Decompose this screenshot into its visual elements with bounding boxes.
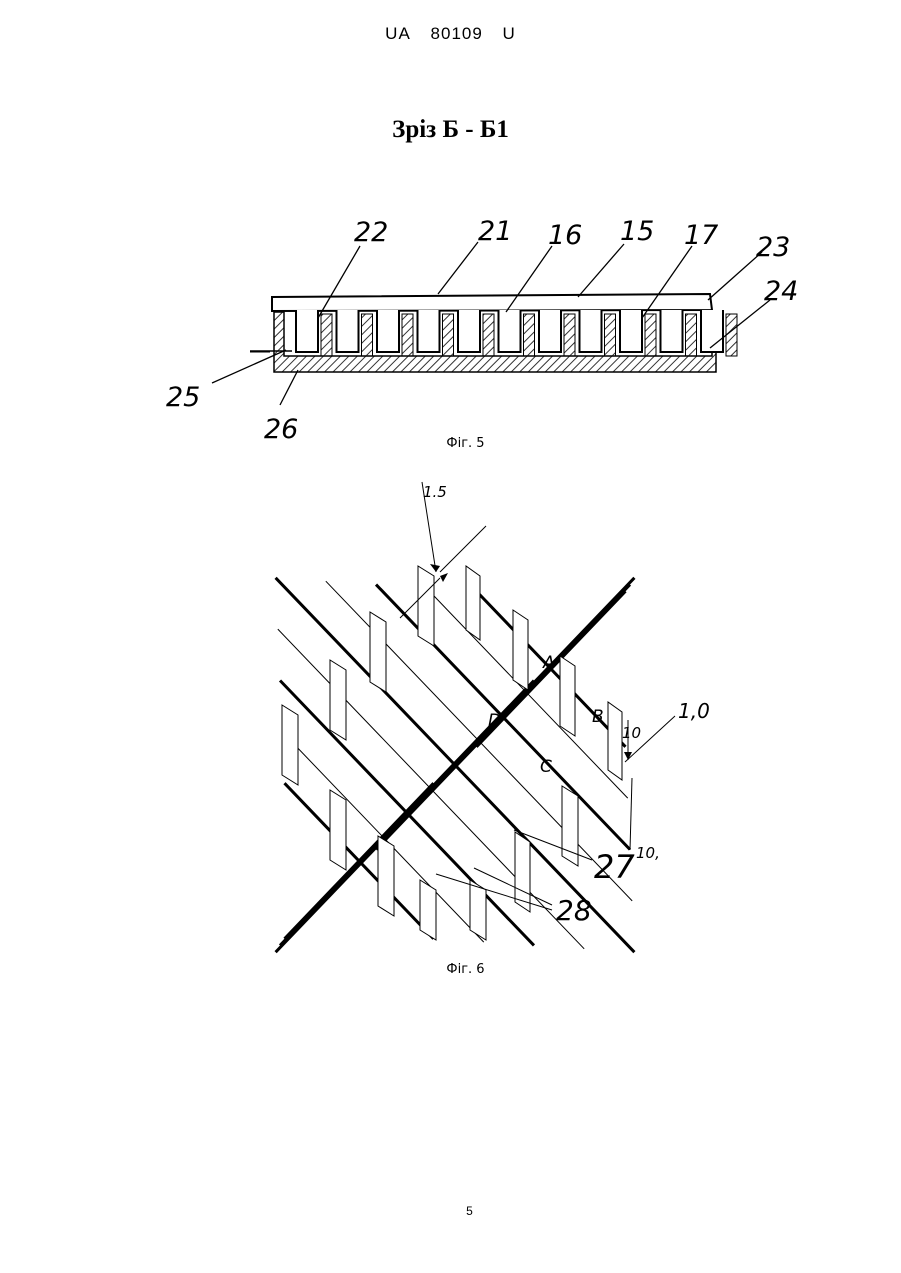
grid-fin [608,702,622,780]
point-A: A [542,653,555,673]
point-D: D [488,711,501,731]
dimension-right: 1,0 [678,699,710,723]
grid-fin [420,880,436,940]
grid-fin [330,660,346,740]
dimension-top: 1.5 [423,483,447,501]
grid-fin [466,566,480,640]
grid-fin [515,832,530,912]
grid-fin [513,610,528,690]
grid-fin [330,790,346,870]
page-number: 5 [0,1204,901,1218]
figure-6-caption: Фіг. 6 [0,962,901,977]
grid-fin [370,612,386,692]
grid-fin [418,566,434,646]
grid-fin [282,705,298,785]
point-B: B [592,707,604,727]
figure-6-drawing: 1.5 1,0 10 10, A B C D 27 28 [0,0,901,990]
point-C: C [540,757,552,777]
grid-fin [560,656,575,736]
grid-fin [378,836,394,916]
dimension-small-1: 10 [622,724,641,742]
dimension-small-2: 10, [636,844,660,862]
label-28: 28 [556,894,592,927]
label-27: 27 [594,848,635,886]
